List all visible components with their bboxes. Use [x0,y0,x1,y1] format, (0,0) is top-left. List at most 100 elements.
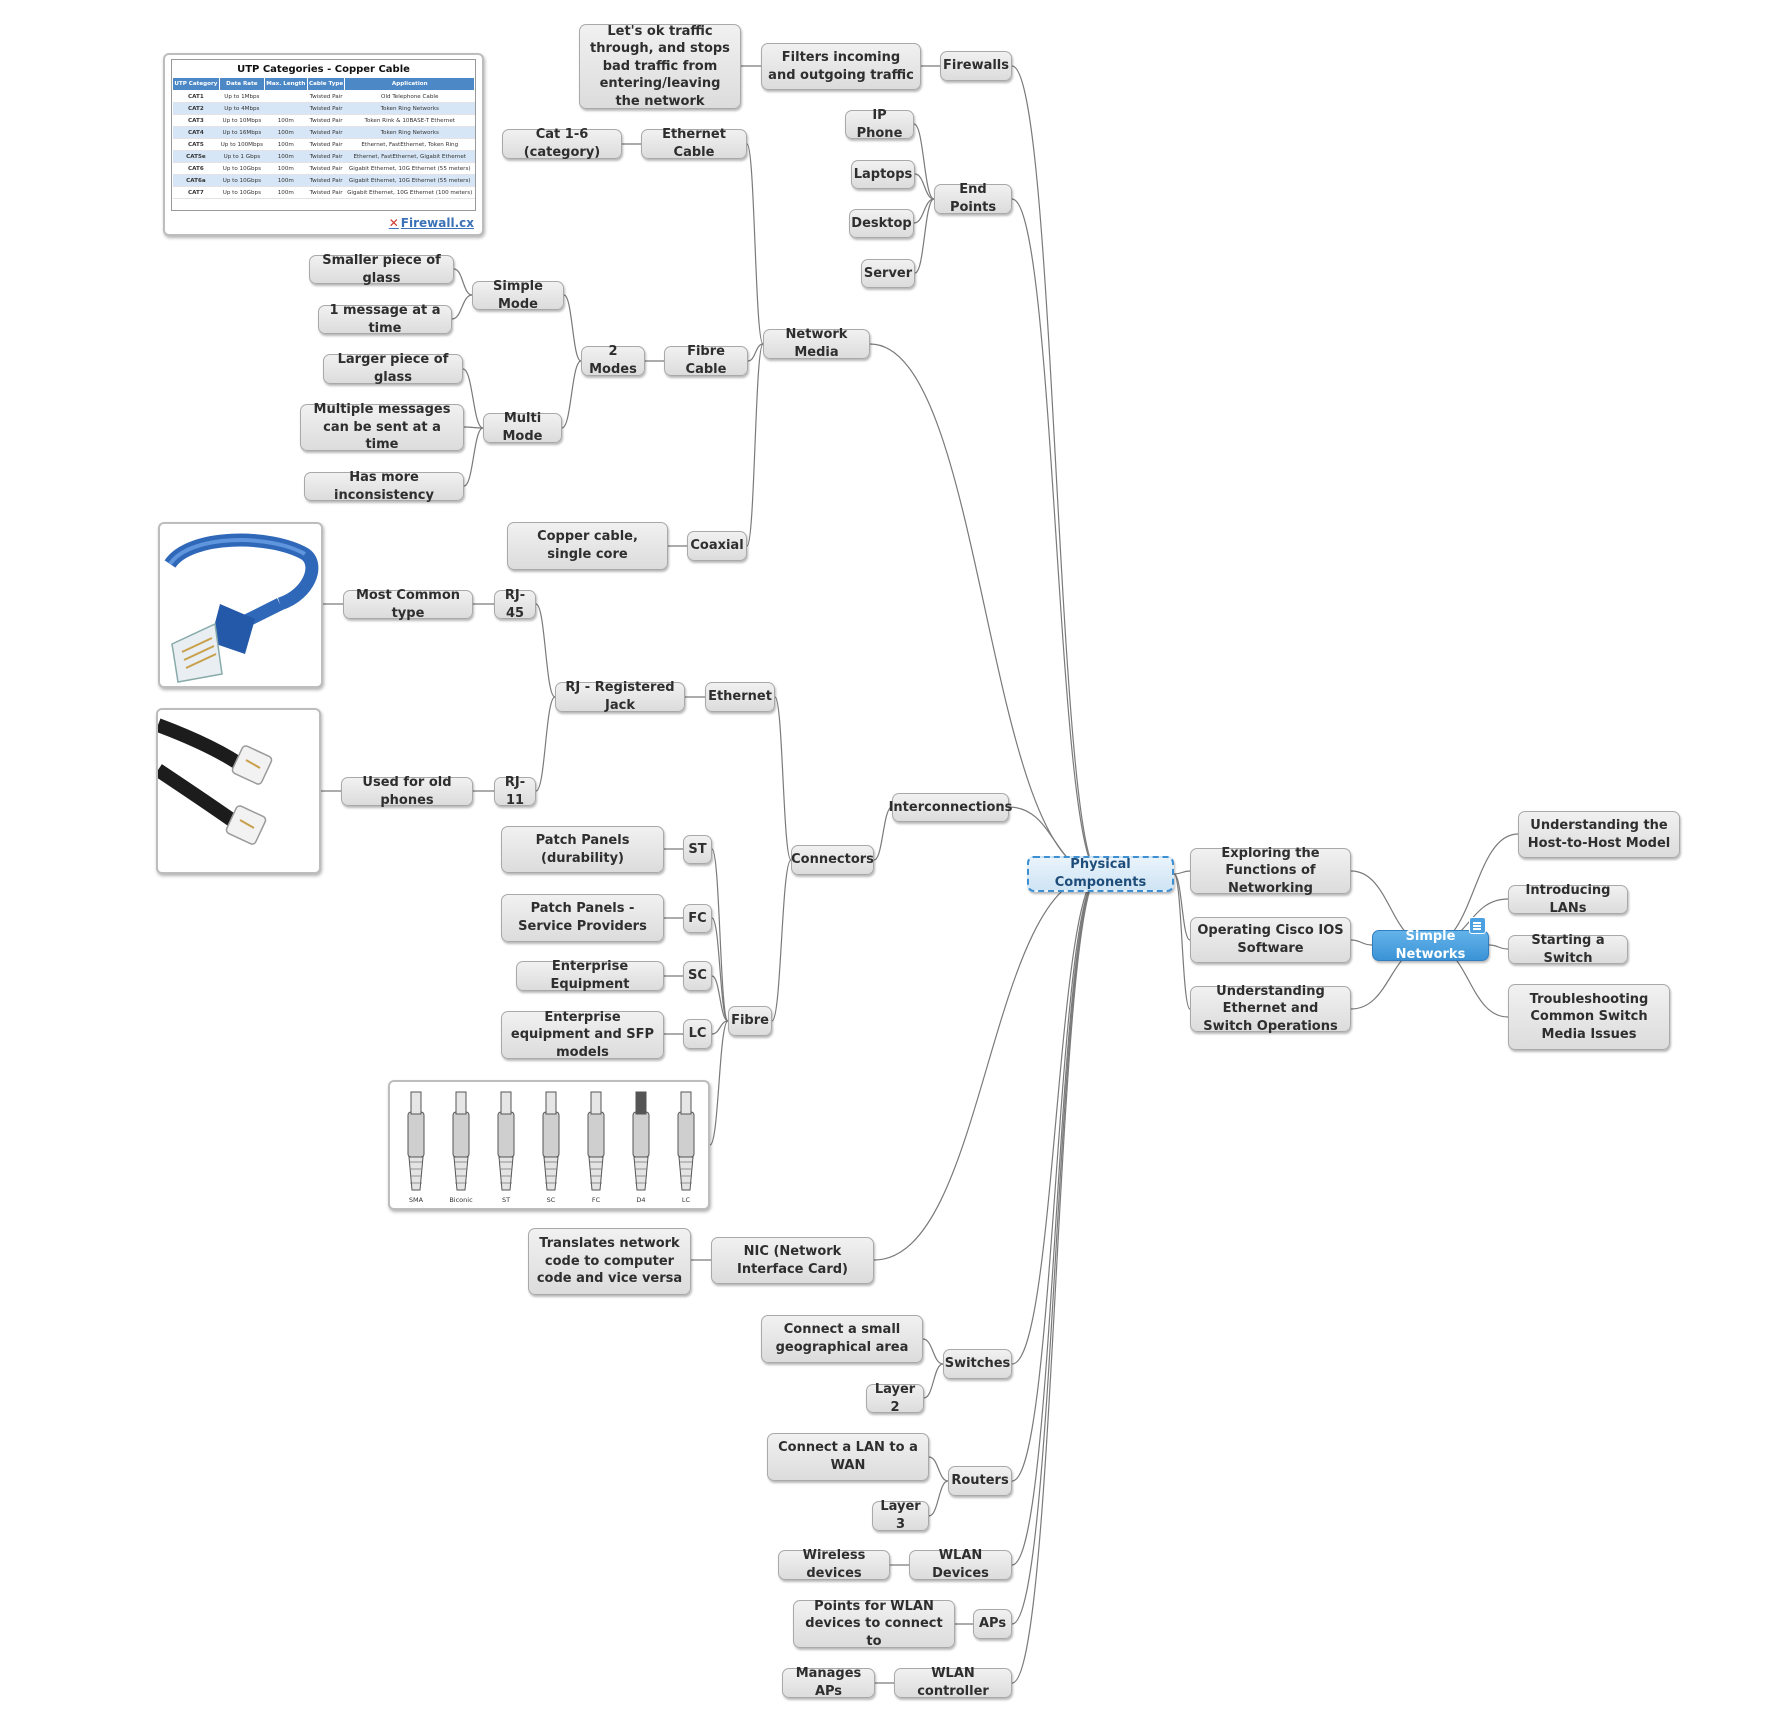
fc-node[interactable]: FC [683,904,712,933]
interconnections-node[interactable]: Interconnections [889,793,1012,822]
rj11-desc[interactable]: Used for old phones [341,775,473,808]
connector-curve [463,426,484,429]
switches-layer2[interactable]: Layer 2 [866,1382,924,1415]
utp-table-cell: CAT1 [172,90,220,103]
st-node[interactable]: ST [683,835,712,864]
endpoints-node[interactable]: End Points [934,182,1012,215]
firewalls-node[interactable]: Firewalls [940,51,1012,81]
fibre-node[interactable]: Fibre [728,1006,772,1036]
cat-category-node[interactable]: Cat 1-6 (category) [502,127,622,160]
sibling-starting-switch[interactable]: Starting a Switch [1508,933,1628,966]
routers-layer3[interactable]: Layer 3 [872,1499,929,1532]
simple-mode-message[interactable]: 1 message at a time [318,303,452,336]
multi-mode-glass[interactable]: Larger piece of glass [323,352,463,385]
wlan-devices-node[interactable]: WLAN Devices [909,1548,1012,1581]
sibling-host-to-host[interactable]: Understanding the Host-to-Host Model [1518,811,1680,858]
connector-curve [747,343,764,362]
utp-table-cell: Up to 4Mbps [219,102,265,115]
simple-mode-node[interactable]: Simple Mode [472,279,564,312]
sc-node[interactable]: SC [683,961,712,991]
multi-mode-node[interactable]: Multi Mode [483,411,562,444]
aps-desc[interactable]: Points for WLAN devices to connect to [793,1599,955,1649]
connector-curve [1011,873,1101,1566]
connector-curve [928,1480,949,1517]
coaxial-desc[interactable]: Copper cable, single core [507,522,668,570]
aps-node[interactable]: APs [973,1609,1012,1639]
central-topic[interactable]: Physical Components [1027,856,1174,892]
utp-table-cell: CAT7 [172,186,220,199]
connector-curve [873,873,1101,1261]
utp-table-cell: Token Rink & 10BASE-T Ethernet [344,114,475,127]
sibling-ethernet-switch[interactable]: Understanding Ethernet and Switch Operat… [1190,984,1351,1034]
utp-table-cell [264,90,308,103]
connector-curve [873,806,893,861]
fc-desc[interactable]: Patch Panels - Service Providers [501,894,664,942]
sibling-exploring-functions[interactable]: Exploring the Functions of Networking [1190,846,1351,896]
multi-mode-messages[interactable]: Multiple messages can be sent at a time [300,402,464,452]
connector-curve [774,696,792,861]
utp-table-cell: Twisted Pair [307,90,345,103]
connector-curve [709,1020,729,1146]
rj11-cable-image [156,708,321,874]
connector-curve [771,859,792,1022]
ethernet-node[interactable]: Ethernet [705,682,775,712]
two-modes-node[interactable]: 2 Modes [581,344,645,377]
utp-table-cell: CAT3 [172,114,220,127]
connector-curve [746,143,764,345]
utp-table-cell: Ethernet, FastEthernet, Gigabit Ethernet [344,150,475,163]
sibling-cisco-ios[interactable]: Operating Cisco IOS Software [1190,917,1351,963]
endpoint-laptops[interactable]: Laptops [851,160,915,189]
rj45-desc[interactable]: Most Common type [343,588,473,621]
registered-jack-node[interactable]: RJ - Registered Jack [555,680,685,713]
sc-desc[interactable]: Enterprise Equipment [516,959,664,992]
sibling-introducing-lans[interactable]: Introducing LANs [1508,883,1628,916]
wlan-controller-desc[interactable]: Manages APs [782,1666,875,1699]
utp-table-cell: Token Ring Networks [344,102,475,115]
connector-curve [563,294,582,362]
utp-table-cell: CAT5 [172,138,220,151]
firewalls-filters[interactable]: Filters incoming and outgoing traffic [761,43,921,90]
connectors-node[interactable]: Connectors [791,845,874,875]
routers-node[interactable]: Routers [948,1466,1012,1496]
nic-desc[interactable]: Translates network code to computer code… [528,1228,691,1295]
utp-table-cell: 100m [264,174,308,187]
ethernet-cable-node[interactable]: Ethernet Cable [641,127,747,160]
switches-geo[interactable]: Connect a small geographical area [761,1315,923,1363]
rj45-node[interactable]: RJ-45 [494,588,536,621]
connector-curve [746,343,764,547]
lc-desc[interactable]: Enterprise equipment and SFP models [501,1010,664,1060]
network-media-node[interactable]: Network Media [763,327,870,360]
lc-node[interactable]: LC [683,1019,712,1049]
endpoint-ip-phone[interactable]: IP Phone [845,108,914,141]
switches-node[interactable]: Switches [943,1349,1012,1379]
utp-table-cell: 100m [264,150,308,163]
rj11-node[interactable]: RJ-11 [494,775,536,808]
routers-lan-wan[interactable]: Connect a LAN to a WAN [767,1433,929,1481]
utp-table-cell: Up to 10Gbps [219,186,265,199]
connector-curve [1173,873,1191,941]
endpoint-server[interactable]: Server [861,259,915,288]
nic-node[interactable]: NIC (Network Interface Card) [711,1237,874,1284]
st-desc[interactable]: Patch Panels (durability) [501,826,664,873]
connector-curve [711,848,729,1022]
utp-table-cell: 100m [264,126,308,139]
hub-simple-networks[interactable]: Simple Networks [1372,929,1489,962]
utp-table-cell: Up to 10Gbps [219,174,265,187]
utp-header: UTP Category [172,77,220,91]
simple-mode-glass[interactable]: Smaller piece of glass [309,253,454,286]
firewalls-traffic[interactable]: Let's ok traffic through, and stops bad … [579,24,741,109]
connector-curve [1173,873,1191,1010]
wlan-controller-node[interactable]: WLAN controller [894,1666,1012,1699]
connector-curve [1350,939,1373,946]
multi-mode-inconsistency[interactable]: Has more inconsistency [304,470,464,503]
fibre-cable-node[interactable]: Fibre Cable [664,344,748,377]
wlan-devices-desc[interactable]: Wireless devices [778,1548,890,1581]
endpoint-desktop[interactable]: Desktop [849,209,914,238]
sibling-troubleshooting[interactable]: Troubleshooting Common Switch Media Issu… [1508,984,1670,1050]
coaxial-node[interactable]: Coaxial [687,531,747,561]
connector-curve [1011,873,1101,1365]
note-icon[interactable] [1469,917,1486,934]
fibre-connector-drawing: Biconic [449,1091,473,1204]
